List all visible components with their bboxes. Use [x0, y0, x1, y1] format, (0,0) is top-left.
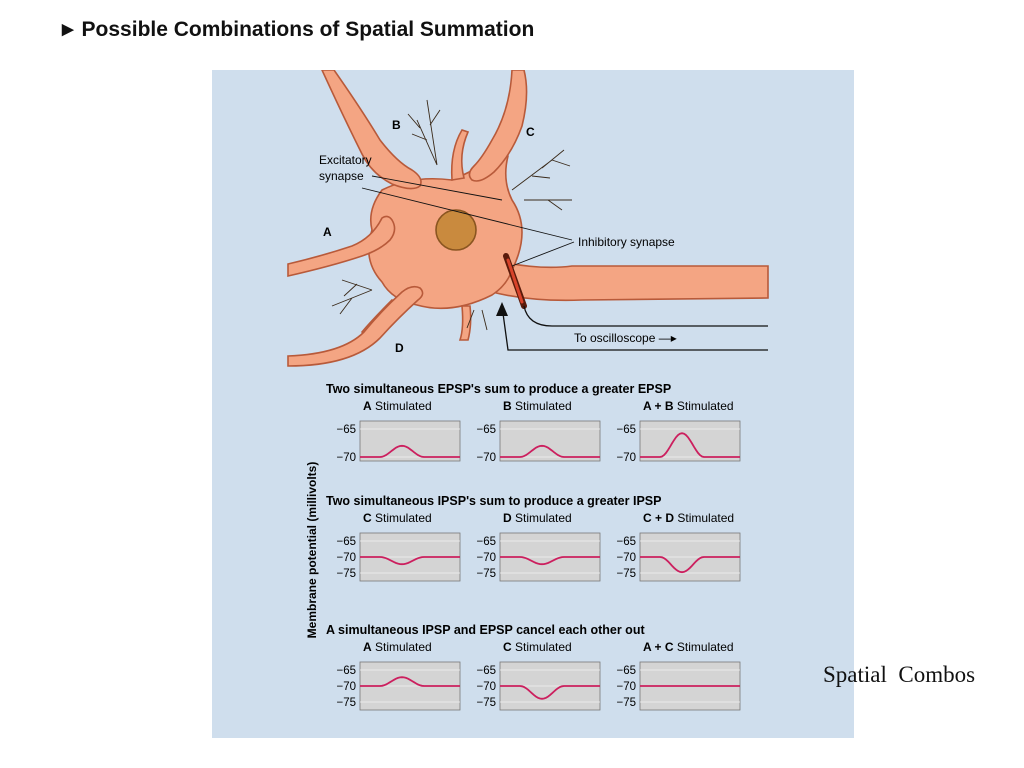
tick-label: −70: [476, 452, 496, 464]
excitatory-label-line2: synapse: [319, 169, 364, 183]
axon-terminal-d: [287, 285, 424, 367]
plot-label: C Stimulated: [503, 640, 572, 654]
tick-label: −75: [336, 697, 356, 709]
caption: Spatial Combos: [823, 662, 976, 687]
section-heading: Two simultaneous EPSP's sum to produce a…: [326, 382, 671, 396]
summation-plots: Two simultaneous EPSP's sum to produce a…: [326, 382, 741, 711]
tick-label: −70: [476, 552, 496, 564]
inhibitory-label: Inhibitory synapse: [578, 235, 675, 249]
potential-trace: [500, 444, 600, 458]
plot-label: A + C Stimulated: [643, 640, 734, 654]
axon-terminal-a: [287, 215, 396, 278]
potential-trace: [360, 556, 460, 566]
axon: [490, 261, 769, 302]
tick-label: −70: [336, 681, 356, 693]
plot-area: [359, 420, 461, 462]
tick-label: −70: [616, 552, 636, 564]
plot-label: C + D Stimulated: [643, 511, 734, 525]
label-a: A: [323, 225, 332, 239]
plot-label: C Stimulated: [363, 511, 432, 525]
axon-terminal-b: [320, 69, 422, 190]
figure-canvas: B C A D Excitatory synapse Inhibitory sy…: [212, 69, 854, 738]
plot-label: A + B Stimulated: [643, 399, 734, 413]
dendritic-branches: [331, 99, 572, 331]
label-d: D: [395, 341, 404, 355]
potential-trace: [500, 685, 600, 700]
tick-label: −75: [336, 568, 356, 580]
tick-label: −75: [616, 697, 636, 709]
potential-trace: [500, 556, 600, 566]
potential-trace: [640, 556, 740, 574]
tick-label: −65: [476, 665, 496, 677]
spatial-summation-figure: B C A D Excitatory synapse Inhibitory sy…: [212, 69, 854, 743]
slide-title-text: Possible Combinations of Spatial Summati…: [81, 18, 535, 41]
y-axis-label: Membrane potential (millivolts): [305, 462, 319, 639]
nucleus: [435, 209, 477, 251]
tick-label: −70: [476, 681, 496, 693]
dendrite: [458, 305, 472, 341]
potential-trace: [640, 432, 740, 458]
tick-label: −75: [616, 568, 636, 580]
tick-label: −65: [476, 536, 496, 548]
section-heading: Two simultaneous IPSP's sum to produce a…: [326, 494, 661, 508]
tick-label: −70: [336, 452, 356, 464]
tick-label: −70: [616, 681, 636, 693]
slide-title: ▶ Possible Combinations of Spatial Summat…: [62, 18, 534, 42]
tick-label: −65: [336, 424, 356, 436]
label-b: B: [392, 118, 401, 132]
tick-label: −65: [336, 536, 356, 548]
axon-terminal-c: [468, 69, 528, 182]
plot-label: A Stimulated: [363, 640, 432, 654]
dendrite: [450, 129, 470, 181]
tick-label: −65: [616, 424, 636, 436]
tick-label: −70: [616, 452, 636, 464]
plot-label: B Stimulated: [503, 399, 572, 413]
plot-area: [639, 420, 741, 462]
tick-label: −75: [476, 697, 496, 709]
oscilloscope-wire: [523, 305, 768, 327]
plot-label: A Stimulated: [363, 399, 432, 413]
excitatory-label-line1: Excitatory: [319, 153, 372, 167]
tick-label: −70: [336, 552, 356, 564]
tick-label: −65: [336, 665, 356, 677]
tick-label: −75: [476, 568, 496, 580]
section-heading: A simultaneous IPSP and EPSP cancel each…: [326, 623, 645, 637]
plot-area: [499, 420, 601, 462]
tick-label: −65: [616, 665, 636, 677]
triangle-bullet-icon: ▶: [62, 21, 74, 38]
oscilloscope-arrow: [501, 305, 768, 351]
plot-label: D Stimulated: [503, 511, 572, 525]
neuron-illustration: [287, 69, 769, 367]
label-c: C: [526, 125, 535, 139]
figure-background: [212, 70, 854, 738]
potential-trace: [360, 676, 460, 687]
tick-label: −65: [616, 536, 636, 548]
oscilloscope-label: To oscilloscope —▸: [574, 331, 677, 345]
tick-label: −65: [476, 424, 496, 436]
potential-trace: [360, 444, 460, 458]
